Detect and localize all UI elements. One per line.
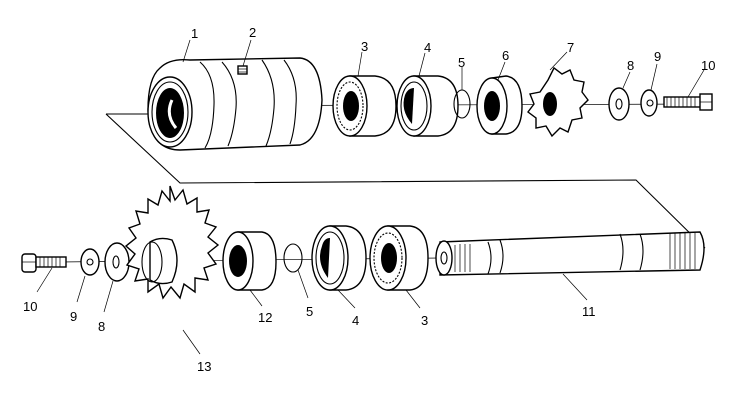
callout-3-lower: 3: [421, 313, 428, 328]
part-spacer-upper: [476, 75, 523, 135]
callout-3-upper: 3: [361, 39, 368, 54]
part-washer-lower: [104, 242, 130, 282]
assembly-connector-line: [105, 113, 706, 249]
callout-11: 11: [582, 304, 596, 319]
callout-6-upper: 6: [502, 48, 509, 63]
callout-5-upper: 5: [458, 55, 465, 70]
part-grease-fitting: [237, 65, 248, 75]
callout-9-lower: 9: [70, 309, 77, 324]
part-housing: [147, 57, 323, 151]
callout-1: 1: [191, 26, 198, 41]
callout-10-lower: 10: [23, 299, 37, 314]
callout-10-upper: 10: [701, 58, 715, 73]
callouts-lower: 10 9 8 13 12 5 4 3 11: [23, 267, 596, 374]
callouts-upper: 1 2 3 4 5 6 7 8 9 10: [182, 25, 715, 98]
part-bolt-upper: [663, 93, 713, 111]
part-shaft: [435, 231, 705, 276]
part-large-sprocket: [124, 185, 220, 300]
part-seal-lower: [311, 225, 367, 291]
callout-4-upper: 4: [424, 40, 431, 55]
part-seal-upper: [396, 75, 459, 137]
callout-12: 12: [258, 310, 272, 325]
callout-8-lower: 8: [98, 319, 105, 334]
callout-13: 13: [197, 359, 211, 374]
part-spacer-lower: [222, 231, 277, 291]
part-oring-lower: [283, 243, 303, 273]
part-bolt-lower: [21, 253, 67, 273]
part-bearing-lower: [369, 225, 429, 291]
callout-9-upper: 9: [654, 49, 661, 64]
part-washer-upper: [608, 87, 630, 121]
callout-4-lower: 4: [352, 313, 359, 328]
callout-5-lower: 5: [306, 304, 313, 319]
part-lockwasher-upper: [640, 89, 658, 117]
part-bearing-upper: [332, 75, 397, 137]
callout-2: 2: [249, 25, 256, 40]
part-lockwasher-lower: [80, 248, 100, 276]
callout-7: 7: [567, 40, 574, 55]
part-small-sprocket: [527, 66, 589, 138]
callout-8-upper: 8: [627, 58, 634, 73]
